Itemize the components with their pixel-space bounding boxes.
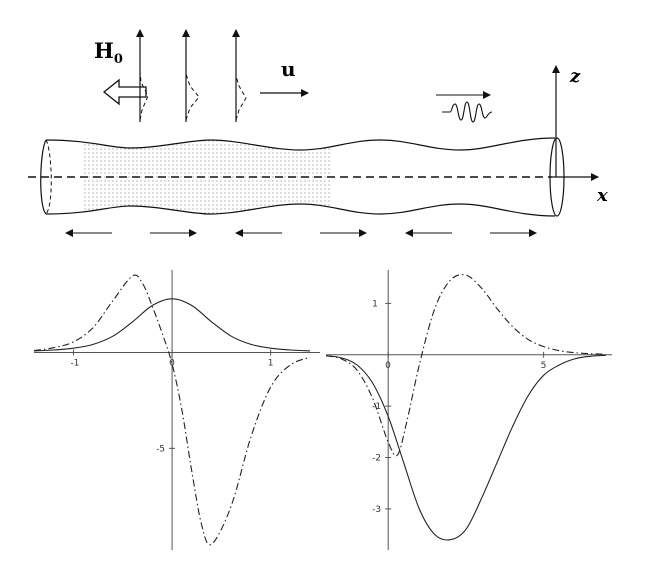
x-tick-label: -1 <box>70 358 79 368</box>
tube-top-edge <box>45 137 556 151</box>
chart-left: -1 0 1 -5 <box>33 270 320 550</box>
magnetization-profiles <box>136 29 247 122</box>
y-tick-label: 1 <box>372 299 378 309</box>
chart-right: 0 5 1 -1 -2 -3 <box>325 270 612 550</box>
series-dashdot-line <box>325 274 606 457</box>
x-axis-label: x <box>596 185 608 206</box>
dotted-region <box>82 138 330 216</box>
series-solid-line <box>325 354 606 541</box>
x-tick-label: 0 <box>169 358 175 368</box>
waveguide-schematic: x z H0 u <box>28 29 608 237</box>
field-label-subscript: 0 <box>114 52 123 67</box>
tube-bottom-edge <box>45 203 556 217</box>
profile-shape-2 <box>185 73 200 121</box>
profile-shape-3 <box>235 75 247 121</box>
x-tick-label: 5 <box>541 361 547 371</box>
series-dashdot-line <box>33 274 311 546</box>
x-tick-label: 1 <box>268 358 274 368</box>
velocity-label: u <box>281 57 296 81</box>
y-tick-label: -2 <box>372 454 381 464</box>
y-tick-label: -3 <box>372 505 381 515</box>
profile-shape-1 <box>139 71 149 121</box>
tube-left-end-back <box>45 139 52 215</box>
tube-left-end-front <box>40 139 47 215</box>
y-tick-label: -5 <box>156 444 165 454</box>
field-label: H0 <box>94 38 123 67</box>
x-tick-label: 0 <box>385 361 391 371</box>
wave-packet-icon <box>442 101 493 123</box>
y-tick-label: -1 <box>372 402 381 412</box>
z-axis-label: z <box>569 66 581 87</box>
series-solid-line <box>33 298 311 352</box>
